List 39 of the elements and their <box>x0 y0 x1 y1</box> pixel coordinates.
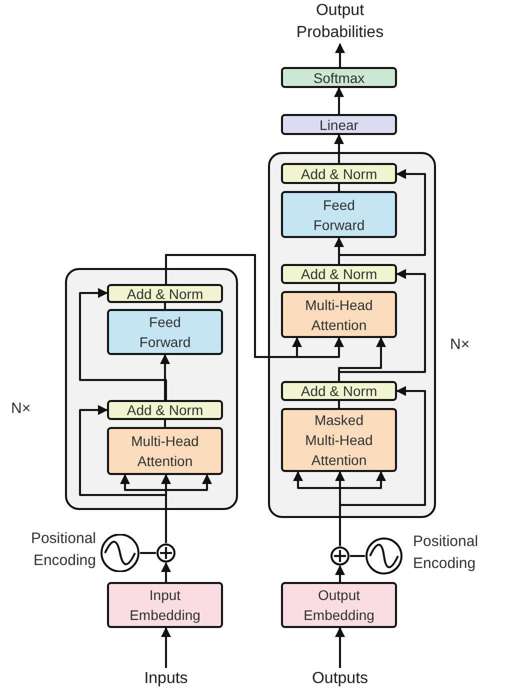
add-norm-box: Add & Norm <box>107 400 223 420</box>
arrow <box>334 87 344 114</box>
attention-box: Multi-Head Attention <box>107 427 223 475</box>
feed-forward-box: Feed Forward <box>281 191 397 238</box>
arrow <box>338 169 426 264</box>
arrow <box>335 43 345 67</box>
repeat-label: N× <box>11 399 32 419</box>
add-norm-box: Add & Norm <box>281 163 397 184</box>
arrow <box>79 288 167 400</box>
adder-icon <box>330 546 350 566</box>
add-norm-box: Add & Norm <box>281 381 397 401</box>
repeat-label: N× <box>450 335 471 355</box>
io-label: Inputs <box>130 668 202 690</box>
connector-line <box>350 555 365 557</box>
feed-forward-box: Feed Forward <box>107 309 223 355</box>
connector-line <box>140 552 156 554</box>
attention-box: Masked Multi-Head Attention <box>281 408 397 472</box>
attention-box: Multi-Head Attention <box>281 291 397 338</box>
repeat-label: Positional Encoding <box>30 529 96 571</box>
softmax-box: Softmax <box>281 67 397 88</box>
arrow <box>165 254 344 358</box>
arrow <box>335 565 345 582</box>
io-label: Output Probabilities <box>290 0 390 44</box>
adder-icon <box>156 543 176 563</box>
sine-wave-icon <box>365 537 403 575</box>
embedding-box: Input Embedding <box>107 582 223 628</box>
arrow <box>160 354 170 400</box>
add-norm-box: Add & Norm <box>281 264 397 284</box>
arrow <box>161 562 171 582</box>
embedding-box: Output Embedding <box>281 582 397 628</box>
arrow <box>335 627 345 668</box>
add-norm-box: Add & Norm <box>107 284 223 303</box>
repeat-label: Positional Encoding <box>413 532 480 574</box>
sine-wave-icon <box>100 534 140 572</box>
arrow <box>338 269 426 381</box>
io-label: Outputs <box>295 668 385 690</box>
arrow <box>334 134 344 163</box>
arrow <box>161 627 171 668</box>
linear-box: Linear <box>281 114 397 135</box>
